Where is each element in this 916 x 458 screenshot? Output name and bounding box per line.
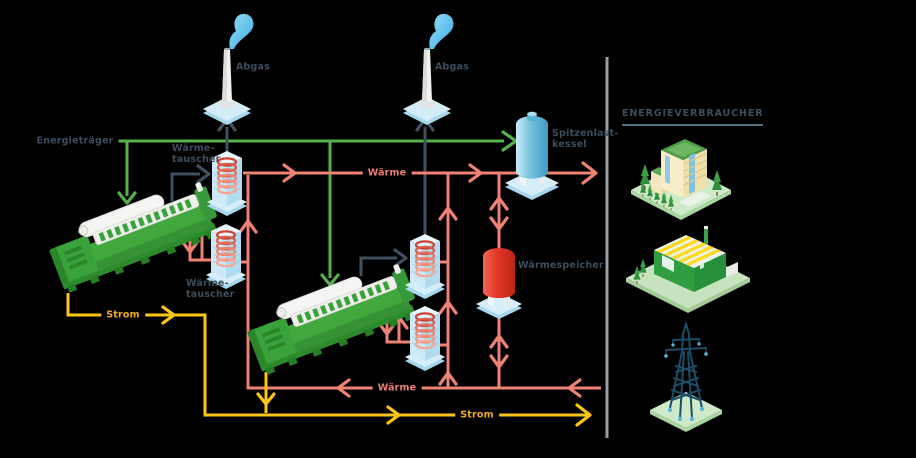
building-icon xyxy=(631,139,731,220)
peak-load-boiler-label: Spitzenlast- kessel xyxy=(552,128,619,150)
fuel-lines xyxy=(105,130,518,287)
peak-load-boiler-icon xyxy=(505,111,559,200)
exhaust-label-right: Abgas xyxy=(434,61,470,73)
heat-supply-label: Wärme xyxy=(362,166,412,180)
heat-exchanger-label-bottom: Wärme- tauscher xyxy=(186,278,235,300)
heat-exchanger-label-bottom-line1: Wärme- xyxy=(186,278,229,289)
power-lines xyxy=(66,293,592,427)
power-engine-label: Strom xyxy=(101,308,145,322)
peak-load-boiler-label-line2: kessel xyxy=(552,138,587,150)
power-bus-label: Strom xyxy=(455,408,499,422)
power-pylon-icon xyxy=(650,320,722,432)
heat-storage-label: Wärmespeicher xyxy=(518,260,604,271)
chp-engine-icon-2 xyxy=(241,258,423,377)
heat-exchanger-label-top: Wärme- tauscher xyxy=(172,143,221,165)
heat-exchanger-icon-4 xyxy=(403,304,447,373)
heat-exchanger-label-top-line1: Wärme- xyxy=(172,143,215,154)
factory-icon xyxy=(626,226,750,313)
heat-exchanger-icon-3 xyxy=(403,232,447,301)
fuel-flow-label: Energieträger xyxy=(31,134,119,148)
heat-exchanger-label-bottom-line2: tauscher xyxy=(186,288,235,300)
exhaust-label-left: Abgas xyxy=(235,61,271,73)
consumers-panel-header: ENERGIEVERBRAUCHER xyxy=(622,108,764,126)
peak-load-boiler-label-line1: Spitzenlast- xyxy=(552,128,619,139)
heat-return-label: Wärme xyxy=(372,381,422,395)
heat-exchanger-label-top-line2: tauscher xyxy=(172,153,221,165)
heat-storage-icon xyxy=(476,248,522,319)
